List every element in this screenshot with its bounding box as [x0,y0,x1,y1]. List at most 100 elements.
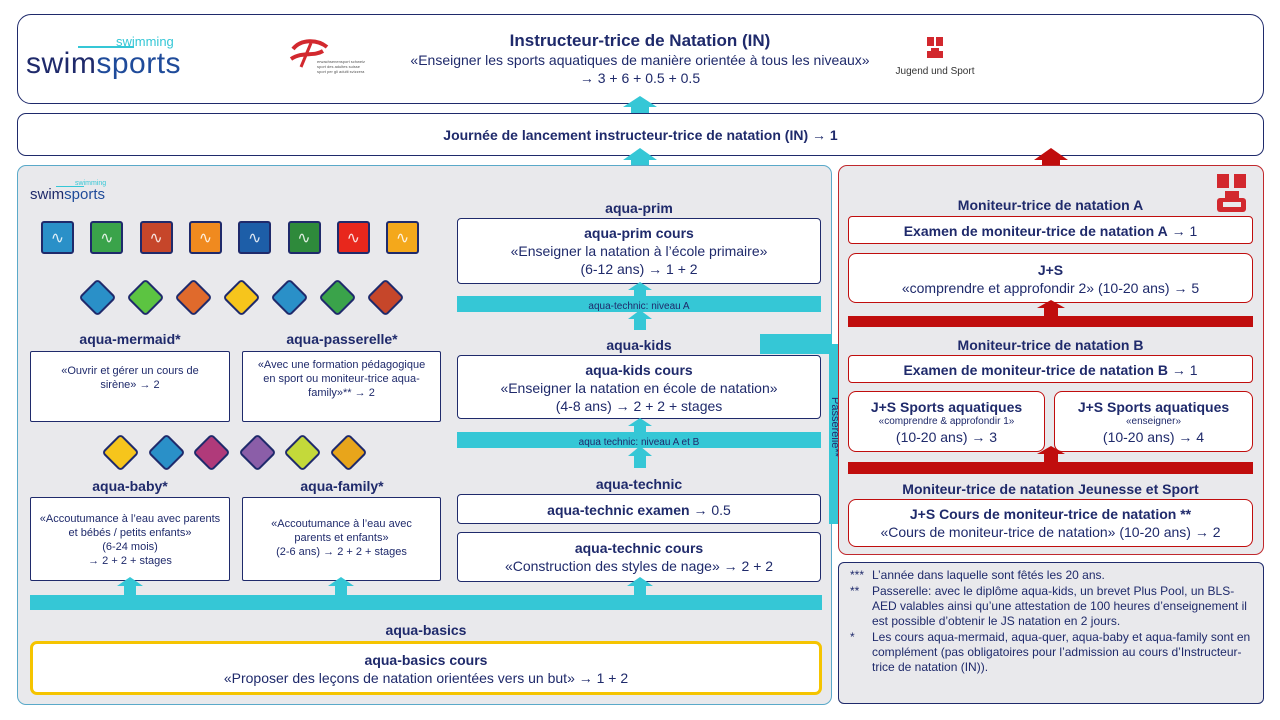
prim-header: aqua-prim [457,199,821,217]
js-course-line: «Cours de moniteur-trice de natation» (1… [849,523,1252,541]
b-js-right-title: J+S Sports aquatiques [1055,398,1252,416]
family-text-2: (2-6 ans) → 2 + 2 + stages [257,545,426,559]
a-header: Moniteur-trice de natation A [848,196,1253,214]
kids-box: aqua-kids cours «Enseigner la natation e… [457,355,821,419]
penguin-icon: ∿ [189,221,222,254]
arrow-up-icon [117,577,143,597]
baby-text-3: → 2 + 2 + stages [37,554,223,568]
note-mark: * [846,630,872,675]
technic-exam-box: aqua-technic examen → 0.5 [457,494,821,524]
logo-swim: swim [26,47,96,80]
baby-title: aqua-baby* [30,477,230,495]
b-js-right-line: (10-20 ans) → 4 [1055,428,1252,446]
a-js-line: «comprendre et approfondir 2» (10-20 ans… [849,279,1252,297]
arrow-up-icon [628,282,652,298]
prim-line-2: (6-12 ans) → 1 + 2 [458,260,820,278]
swimsports-logo: swimming swimsports [26,34,226,84]
technic-exam-credit: → 0.5 [690,502,731,518]
header-subtitle: «Enseigner les sports aquatiques de mani… [390,51,890,69]
swimmer-icon: ∿ [386,221,419,254]
passerelle-text: «Avec une formation pédagogique en sport… [258,359,425,399]
baby-box: «Accoutumance à l’eau avec parents et bé… [30,497,230,581]
basics-bar [30,595,822,610]
panel-logo-main: swimsports [30,186,105,203]
b-js-left-small: «comprendre & approfondir 1» [849,416,1044,428]
basics-title: aqua-basics cours [33,651,819,669]
js-course-title: J+S Cours de moniteur-trice de natation … [849,505,1252,523]
passerelle-box: «Avec une formation pédagogique en sport… [242,351,441,422]
header-text: Instructeur-trice de Natation (IN) «Ense… [390,30,890,87]
js-course-box: J+S Cours de moniteur-trice de natation … [848,499,1253,547]
technic-header: aqua-technic [457,475,821,493]
js-header: Moniteur-trice de natation Jeunesse et S… [848,480,1253,498]
js-logo-label: Jugend und Sport [890,66,980,77]
whale-icon: ∿ [41,221,74,254]
swimmer-icon: ∿ [238,221,271,254]
js-logo: Jugend und Sport [890,37,980,81]
note-row: ** Passerelle: avec le diplôme aqua-kids… [846,584,1258,629]
panel-logo-swim: swim [30,186,64,203]
panel-logo: swimming swimsports [30,180,130,204]
note-text: Passerelle: avec le diplôme aqua-kids, u… [872,584,1258,629]
arrow-up-icon [628,446,652,468]
b-js-right-small: «enseigner» [1055,416,1252,428]
b-exam-title: Examen de moniteur-trice de natation B [903,362,1168,378]
a-js-title: J+S [849,261,1252,279]
a-exam-title: Examen de moniteur-trice de natation A [904,223,1168,239]
note-row: * Les cours aqua-mermaid, aqua-quer, aqu… [846,630,1258,675]
mermaid-title: aqua-mermaid* [30,330,230,348]
note-mark: ** [846,584,872,629]
arrow-up-icon [628,418,652,434]
basics-line: «Proposer des leçons de natation orienté… [33,669,819,687]
page-title: Instructeur-trice de Natation (IN) [390,30,890,51]
mermaid-text: «Ouvrir et gérer un cours de sirène» → 2 [61,365,199,391]
b-js-left-box: J+S Sports aquatiques «comprendre & appr… [848,391,1045,452]
b-exam-box: Examen de moniteur-trice de natation B →… [848,355,1253,383]
logo-sports: sports [96,47,181,80]
a-exam-box: Examen de moniteur-trice de natation A →… [848,216,1253,244]
family-text-1: «Accoutumance à l’eau avec parents et en… [257,517,426,545]
swimsports-logo-main: swimsports [26,46,181,82]
technic-course-box: aqua-technic cours «Construction des sty… [457,532,821,582]
baby-text-1: «Accoutumance à l’eau avec parents et bé… [37,512,223,540]
arrow-up-icon [627,577,653,597]
family-title: aqua-family* [242,477,442,495]
b-js-right-box: J+S Sports aquatiques «enseigner» (10-20… [1054,391,1253,452]
mermaid-box: «Ouvrir et gérer un cours de sirène» → 2 [30,351,230,422]
technic-course-title: aqua-technic cours [458,539,820,557]
a-red-bar [848,316,1253,327]
arrow-up-icon [328,577,354,597]
note-text: Les cours aqua-mermaid, aqua-quer, aqua-… [872,630,1258,675]
kids-title: aqua-kids cours [458,361,820,379]
notes-list: *** L’année dans laquelle sont fêtés les… [846,568,1258,675]
js-mark-icon [925,37,945,59]
esa-line-3: sport per gli adulti svizzera [317,69,397,74]
crocodile-icon: ∿ [90,221,123,254]
kids-line-1: «Enseigner la natation en école de natat… [458,379,820,397]
basics-header: aqua-basics [30,621,822,639]
basics-box: aqua-basics cours «Proposer des leçons d… [30,641,822,695]
swimmer-icon: ∿ [288,221,321,254]
arrow-up-icon [628,310,652,330]
swimmer-icon: ∿ [337,221,370,254]
note-text: L’année dans laquelle sont fêtés les 20 … [872,568,1105,583]
prim-box: aqua-prim cours «Enseigner la natation à… [457,218,821,284]
prim-title: aqua-prim cours [458,224,820,242]
passerelle-connector-horizontal [760,344,840,353]
esa-logo-text: erwachsenensport schweiz sport des adult… [317,59,397,74]
esa-logo: erwachsenensport schweiz sport des adult… [287,37,387,71]
note-row: *** L’année dans laquelle sont fêtés les… [846,568,1258,583]
prim-line-1: «Enseigner la natation à l’école primair… [458,242,820,260]
b-red-bar [848,462,1253,474]
b-js-left-line: (10-20 ans) → 3 [849,428,1044,446]
passerelle-title: aqua-passerelle* [242,330,442,348]
baby-text-2: (6-24 mois) [37,540,223,554]
launch-text: Journée de lancement instructeur-trice d… [18,126,1263,144]
header-credits: → 3 + 6 + 0.5 + 0.5 [390,69,890,87]
note-mark: *** [846,568,872,583]
seal-icon: ∿ [140,221,173,254]
b-header: Moniteur-trice de natation B [848,336,1253,354]
kids-line-2: (4-8 ans) → 2 + 2 + stages [458,397,820,415]
panel-logo-sports: sports [64,186,105,203]
b-exam-credit: → 1 [1168,362,1198,378]
